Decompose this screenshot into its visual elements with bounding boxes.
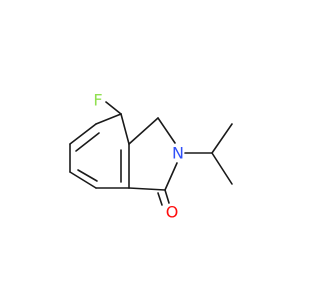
bond-c4-f xyxy=(105,101,122,115)
bond-ring-c7-c8-inner xyxy=(77,169,98,182)
bond-carbonyl-co-2 xyxy=(157,192,163,206)
bond-ring-c5-c6-inner xyxy=(75,132,100,152)
bond-ring-c4-c5 xyxy=(95,113,122,125)
bond-n-carbonyl-c xyxy=(164,162,178,191)
bond-carbonyl-c-c9 xyxy=(128,187,166,191)
bond-ring-c7-c8-double xyxy=(69,171,97,189)
molecule-structure-diagram: F N O xyxy=(69,91,233,222)
bond-ring-c3a-c4 xyxy=(120,113,130,145)
bond-ring-c5-c6-double xyxy=(69,123,97,145)
atom-nitrogen-label: N xyxy=(172,144,184,163)
bond-ch2-n xyxy=(157,117,176,144)
bond-c3a-ch2 xyxy=(128,117,159,145)
atom-fluorine-label: F xyxy=(93,91,102,110)
bond-carbonyl-co-1 xyxy=(164,189,170,204)
bond-ch-methyl-upper xyxy=(211,123,233,154)
bond-ch-methyl-lower xyxy=(211,152,233,185)
atom-oxygen-label: O xyxy=(166,203,179,222)
